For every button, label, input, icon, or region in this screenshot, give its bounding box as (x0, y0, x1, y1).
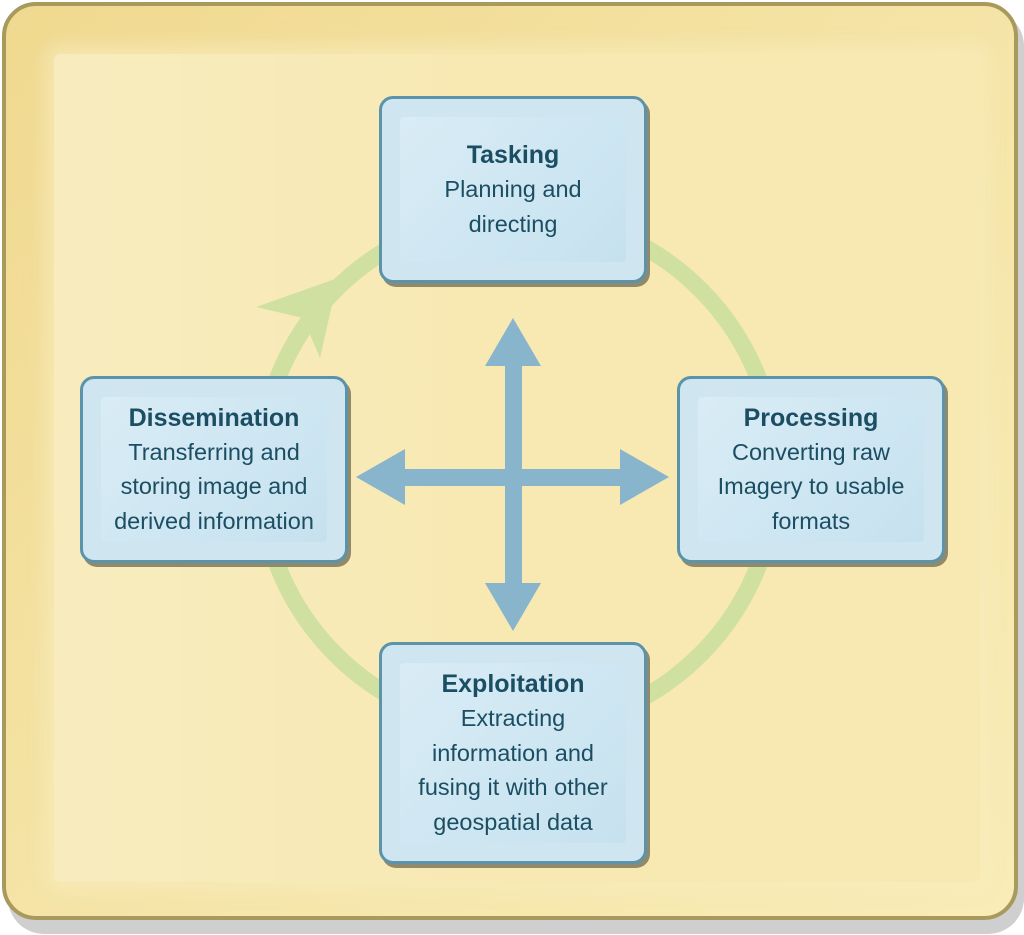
node-dissemination: Dissemination Transferring and storing i… (80, 376, 348, 563)
cycle-arrowhead-icon (256, 278, 338, 358)
box-inner-panel (101, 397, 327, 542)
box-inner-panel (400, 117, 626, 262)
node-processing: Processing Converting raw Imagery to usa… (677, 376, 945, 563)
node-title: Exploitation (441, 670, 585, 698)
node-title: Dissemination (128, 403, 300, 432)
box-inner-panel (698, 397, 924, 542)
node-description: Planning and directing (444, 176, 582, 237)
box-inner-panel (400, 663, 626, 843)
node-description: Extracting information and fusing it wit… (418, 705, 608, 835)
node-description: Transferring and storing image and deriv… (114, 438, 314, 534)
node-exploitation: Exploitation Extracting information and … (379, 642, 647, 864)
node-title: Processing (743, 403, 879, 432)
node-title: Tasking (466, 141, 560, 169)
node-description: Converting raw Imagery to usable formats (717, 438, 905, 534)
node-tasking: Tasking Planning and directing (379, 96, 647, 283)
four-way-arrow-icon (356, 318, 669, 631)
